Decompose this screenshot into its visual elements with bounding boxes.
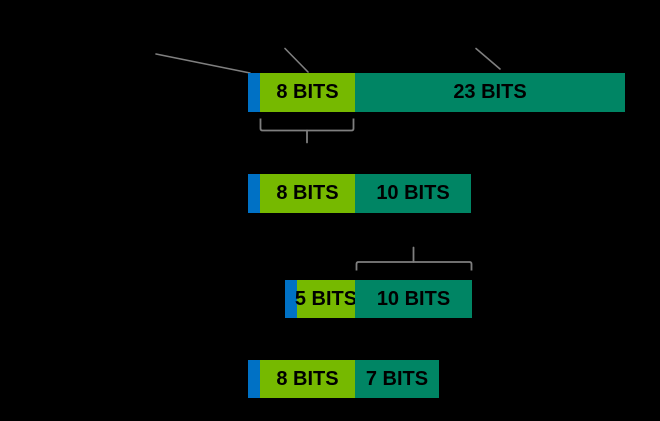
mantissa-bits-segment: 10 BITS	[355, 174, 471, 213]
exponent-bits-label: 8 BITS	[276, 182, 339, 204]
mantissa-bits-segment: 10 BITS	[355, 280, 472, 318]
sign-bit-segment	[248, 73, 260, 112]
mantissa-bits-label: 10 BITS	[376, 182, 450, 204]
mantissa-bits-label: 23 BITS	[453, 81, 527, 103]
mantissa-bits-label: 10 BITS	[376, 287, 451, 310]
callout-line-left	[155, 53, 251, 74]
exponent-bits-segment: 8 BITS	[260, 174, 355, 213]
bracket-row3-mantissa	[355, 261, 473, 271]
exponent-bits-segment: 8 BITS	[260, 73, 355, 112]
bracket-row1-exponent	[259, 118, 355, 132]
sign-bit-segment	[285, 280, 297, 318]
exponent-bits-label: 8 BITS	[276, 81, 339, 103]
callout-line-right	[475, 47, 501, 70]
sign-bit-segment	[248, 360, 260, 398]
exponent-bits-label: 5 BITS	[294, 287, 358, 310]
format-bar-row-4: 8 BITS 7 BITS	[248, 360, 439, 398]
format-bar-row-1: 8 BITS 23 BITS	[248, 73, 625, 112]
exponent-bits-label: 8 BITS	[276, 367, 339, 390]
format-bar-row-2: 8 BITS 10 BITS	[248, 174, 471, 213]
sign-bit-segment	[248, 174, 260, 213]
exponent-bits-segment: 5 BITS	[294, 280, 358, 318]
mantissa-bits-label: 7 BITS	[365, 367, 429, 390]
callout-line-middle	[284, 47, 309, 73]
exponent-bits-segment: 8 BITS	[260, 360, 355, 398]
mantissa-bits-segment: 23 BITS	[355, 73, 625, 112]
format-bar-row-3: 5 BITS 10 BITS	[285, 280, 472, 318]
mantissa-bits-segment: 7 BITS	[355, 360, 439, 398]
